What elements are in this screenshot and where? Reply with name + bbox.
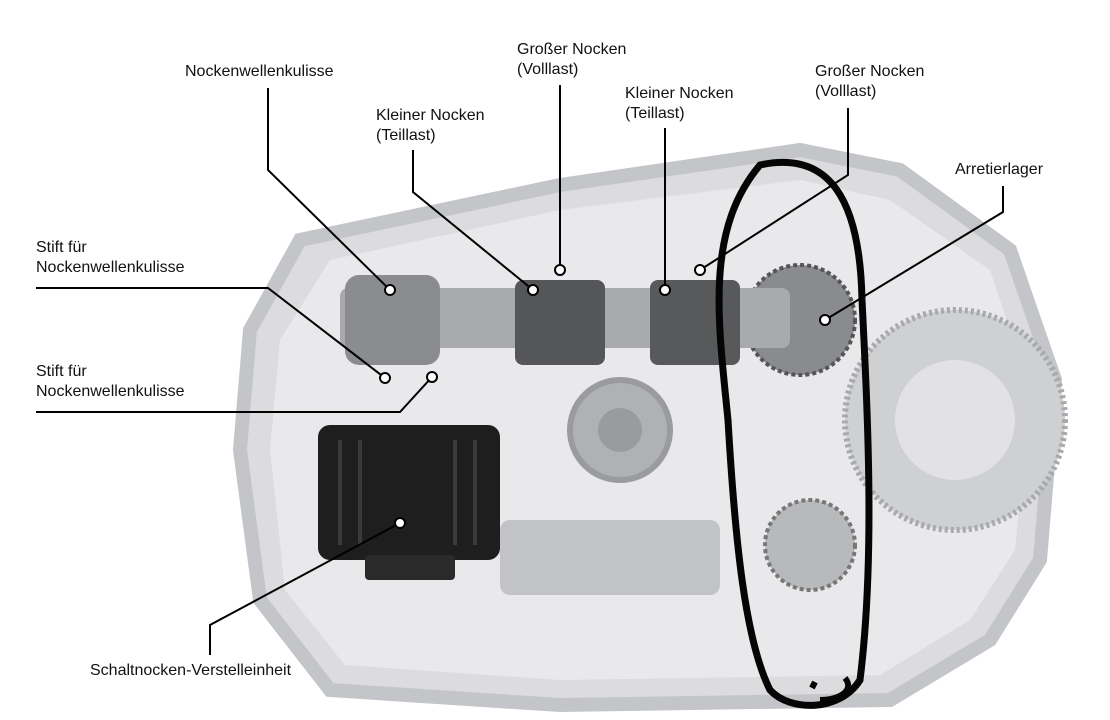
camshaft-lower bbox=[500, 520, 720, 595]
label-nockenwellenkulisse: Nockenwellenkulisse bbox=[185, 63, 334, 80]
label-arretierlager: Arretierlager bbox=[955, 161, 1044, 178]
hand-drawn-circle bbox=[715, 158, 873, 709]
label-line: (Teillast) bbox=[625, 105, 685, 122]
actuator-unit bbox=[318, 425, 500, 560]
label-line: Stift für bbox=[36, 239, 87, 256]
label-line: Kleiner Nocken bbox=[376, 107, 485, 124]
leader-lines bbox=[36, 85, 1004, 655]
label-line: (Volllast) bbox=[517, 61, 579, 78]
label-line: Nockenwellenkulisse bbox=[36, 383, 185, 400]
label-line: (Teillast) bbox=[376, 127, 436, 144]
label-schaltnocken-verstelleinheit: Schaltnocken-Verstelleinheit bbox=[90, 662, 292, 679]
label-grosser-nocken-1: Großer Nocken (Volllast) bbox=[517, 40, 626, 80]
label-grosser-nocken-2: Großer Nocken (Volllast) bbox=[815, 62, 924, 102]
label-line: Kleiner Nocken bbox=[625, 85, 734, 102]
callout-dots bbox=[379, 264, 831, 529]
label-kleiner-nocken-1: Kleiner Nocken (Teillast) bbox=[376, 106, 485, 146]
label-line: Nockenwellenkulisse bbox=[36, 259, 185, 276]
label-line: Großer Nocken bbox=[815, 63, 925, 80]
label-line: (Volllast) bbox=[815, 83, 877, 100]
label-line: Stift für bbox=[36, 363, 87, 380]
label-line: Großer Nocken bbox=[517, 41, 627, 58]
label-kleiner-nocken-2: Kleiner Nocken (Teillast) bbox=[625, 84, 734, 124]
